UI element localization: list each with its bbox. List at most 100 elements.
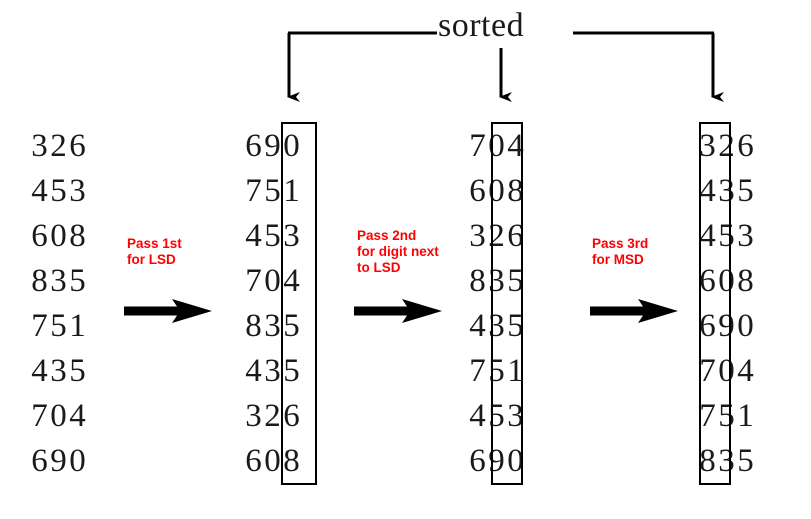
number-cell: 453 [30,169,87,214]
digit: 6 [737,128,754,164]
sorted-bracket [287,31,724,102]
digit: 9 [50,443,67,479]
digit: 3 [245,398,262,434]
digit: 8 [469,263,486,299]
pass-2-block: Pass 2nd for digit next to LSD [357,228,477,276]
digit: 0 [737,308,754,344]
number-cell: 704 [30,394,87,439]
digit: 3 [469,218,486,254]
digit: 8 [31,263,48,299]
digit: 5 [737,173,754,209]
digit-highlighted: 1 [283,173,300,209]
msd-highlight-box [699,122,731,485]
digit: 8 [737,263,754,299]
digit: 4 [31,353,48,389]
digit: 1 [737,398,754,434]
digit: 3 [737,218,754,254]
digit: 6 [245,443,262,479]
digit-highlighted: 5 [283,353,300,389]
digit: 3 [31,128,48,164]
number-cell: 435 [30,349,87,394]
digit: 8 [245,308,262,344]
number-cell: 690 [244,124,301,169]
digit-highlighted: 3 [283,218,300,254]
digit: 0 [69,443,86,479]
digit: 4 [245,218,262,254]
number-cell: 326 [244,394,301,439]
digit: 8 [69,218,86,254]
digit: 5 [50,308,67,344]
digit: 4 [245,353,262,389]
digit: 6 [469,443,486,479]
pass-2-arrow-icon [354,299,442,323]
digit: 6 [469,173,486,209]
digit: 3 [50,263,67,299]
number-cell: 326 [30,124,87,169]
number-cell: 608 [244,439,301,484]
number-cell: 835 [468,259,525,304]
number-cell: 751 [468,349,525,394]
digit: 5 [737,443,754,479]
digit: 7 [245,173,262,209]
digit: 5 [69,263,86,299]
digit-highlighted: 3 [699,128,716,164]
digit: 5 [264,218,281,254]
digit-highlighted: 8 [283,443,300,479]
pass-3-arrow-icon [590,299,678,323]
digit: 5 [50,173,67,209]
pass-1-label: Pass 1st for LSD [127,236,182,267]
digit: 7 [31,398,48,434]
digit: 5 [507,308,524,344]
pass-1-arrow-icon [124,299,212,323]
digit-highlighted: 8 [699,443,716,479]
digit: 4 [507,128,524,164]
number-cell: 453 [244,214,301,259]
number-cell: 435 [468,304,525,349]
digit: 6 [69,128,86,164]
digit-highlighted: 6 [699,263,716,299]
digit: 3 [507,398,524,434]
digit: 7 [31,308,48,344]
number-cell: 690 [30,439,87,484]
digit: 8 [507,173,524,209]
number-cell: 751 [30,304,87,349]
digit: 0 [50,398,67,434]
digit: 6 [507,218,524,254]
digit-highlighted: 7 [699,353,716,389]
digit: 4 [31,173,48,209]
number-cell: 608 [30,214,87,259]
digit-highlighted: 4 [699,218,716,254]
pass-1-block: Pass 1st for LSD [127,236,247,268]
digit-highlighted: 6 [283,398,300,434]
digit-highlighted: 0 [283,128,300,164]
digit: 3 [50,353,67,389]
digit: 6 [31,443,48,479]
digit: 0 [264,443,281,479]
digit: 7 [245,263,262,299]
digit: 7 [469,353,486,389]
lsd-highlight-box [281,122,317,485]
digit: 0 [50,218,67,254]
digit: 4 [69,398,86,434]
digit: 6 [31,218,48,254]
digit: 5 [507,263,524,299]
digit: 5 [69,353,86,389]
digit: 4 [469,398,486,434]
digit: 5 [264,173,281,209]
digit-highlighted: 7 [699,398,716,434]
digit: 2 [264,398,281,434]
digit-highlighted: 5 [283,308,300,344]
number-cell: 751 [244,169,301,214]
digit: 4 [737,353,754,389]
number-cell: 835 [698,439,755,484]
digit: 1 [507,353,524,389]
digit: 1 [69,308,86,344]
middle-digit-highlight-box [491,122,523,485]
number-cell: 704 [244,259,301,304]
digit-highlighted: 4 [283,263,300,299]
digit: 3 [264,353,281,389]
digit-highlighted: 6 [699,308,716,344]
number-cell: 835 [30,259,87,304]
